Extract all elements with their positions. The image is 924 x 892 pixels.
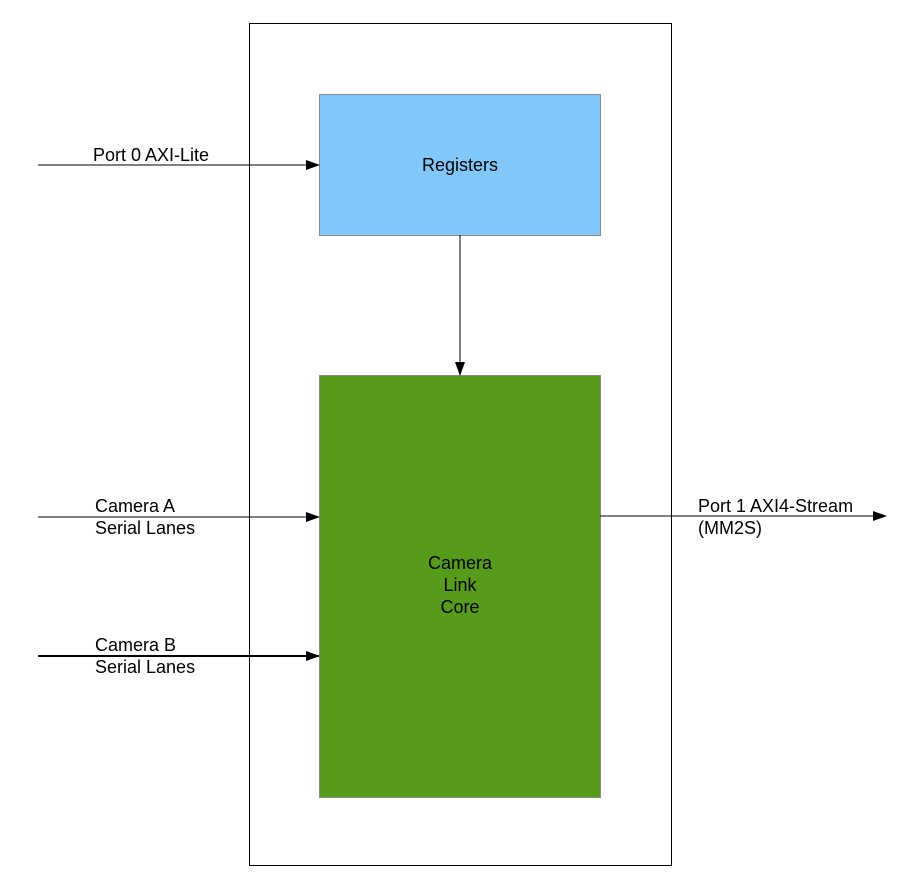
core-label-line3: Core (440, 597, 480, 617)
core-label-line2: Link (443, 575, 477, 595)
camera-a-label: Camera A Serial Lanes (95, 495, 195, 539)
registers-block (319, 94, 601, 236)
port1-label: Port 1 AXI4-Stream (MM2S) (698, 495, 853, 539)
port1-label-line2: (MM2S) (698, 518, 762, 538)
port1-label-line1: Port 1 AXI4-Stream (698, 496, 854, 516)
camera-a-label-line1: Camera A (95, 496, 176, 516)
camera-a-label-line2: Serial Lanes (95, 518, 196, 538)
camera-b-label-line2: Serial Lanes (95, 657, 196, 677)
camera-b-label: Camera B Serial Lanes (95, 634, 195, 678)
core-label: Camera Link Core (319, 552, 601, 618)
registers-label: Registers (421, 155, 499, 175)
camera-b-label-line1: Camera B (95, 635, 177, 655)
core-label-line1: Camera (427, 553, 493, 573)
port0-label: Port 0 AXI-Lite (93, 145, 210, 165)
